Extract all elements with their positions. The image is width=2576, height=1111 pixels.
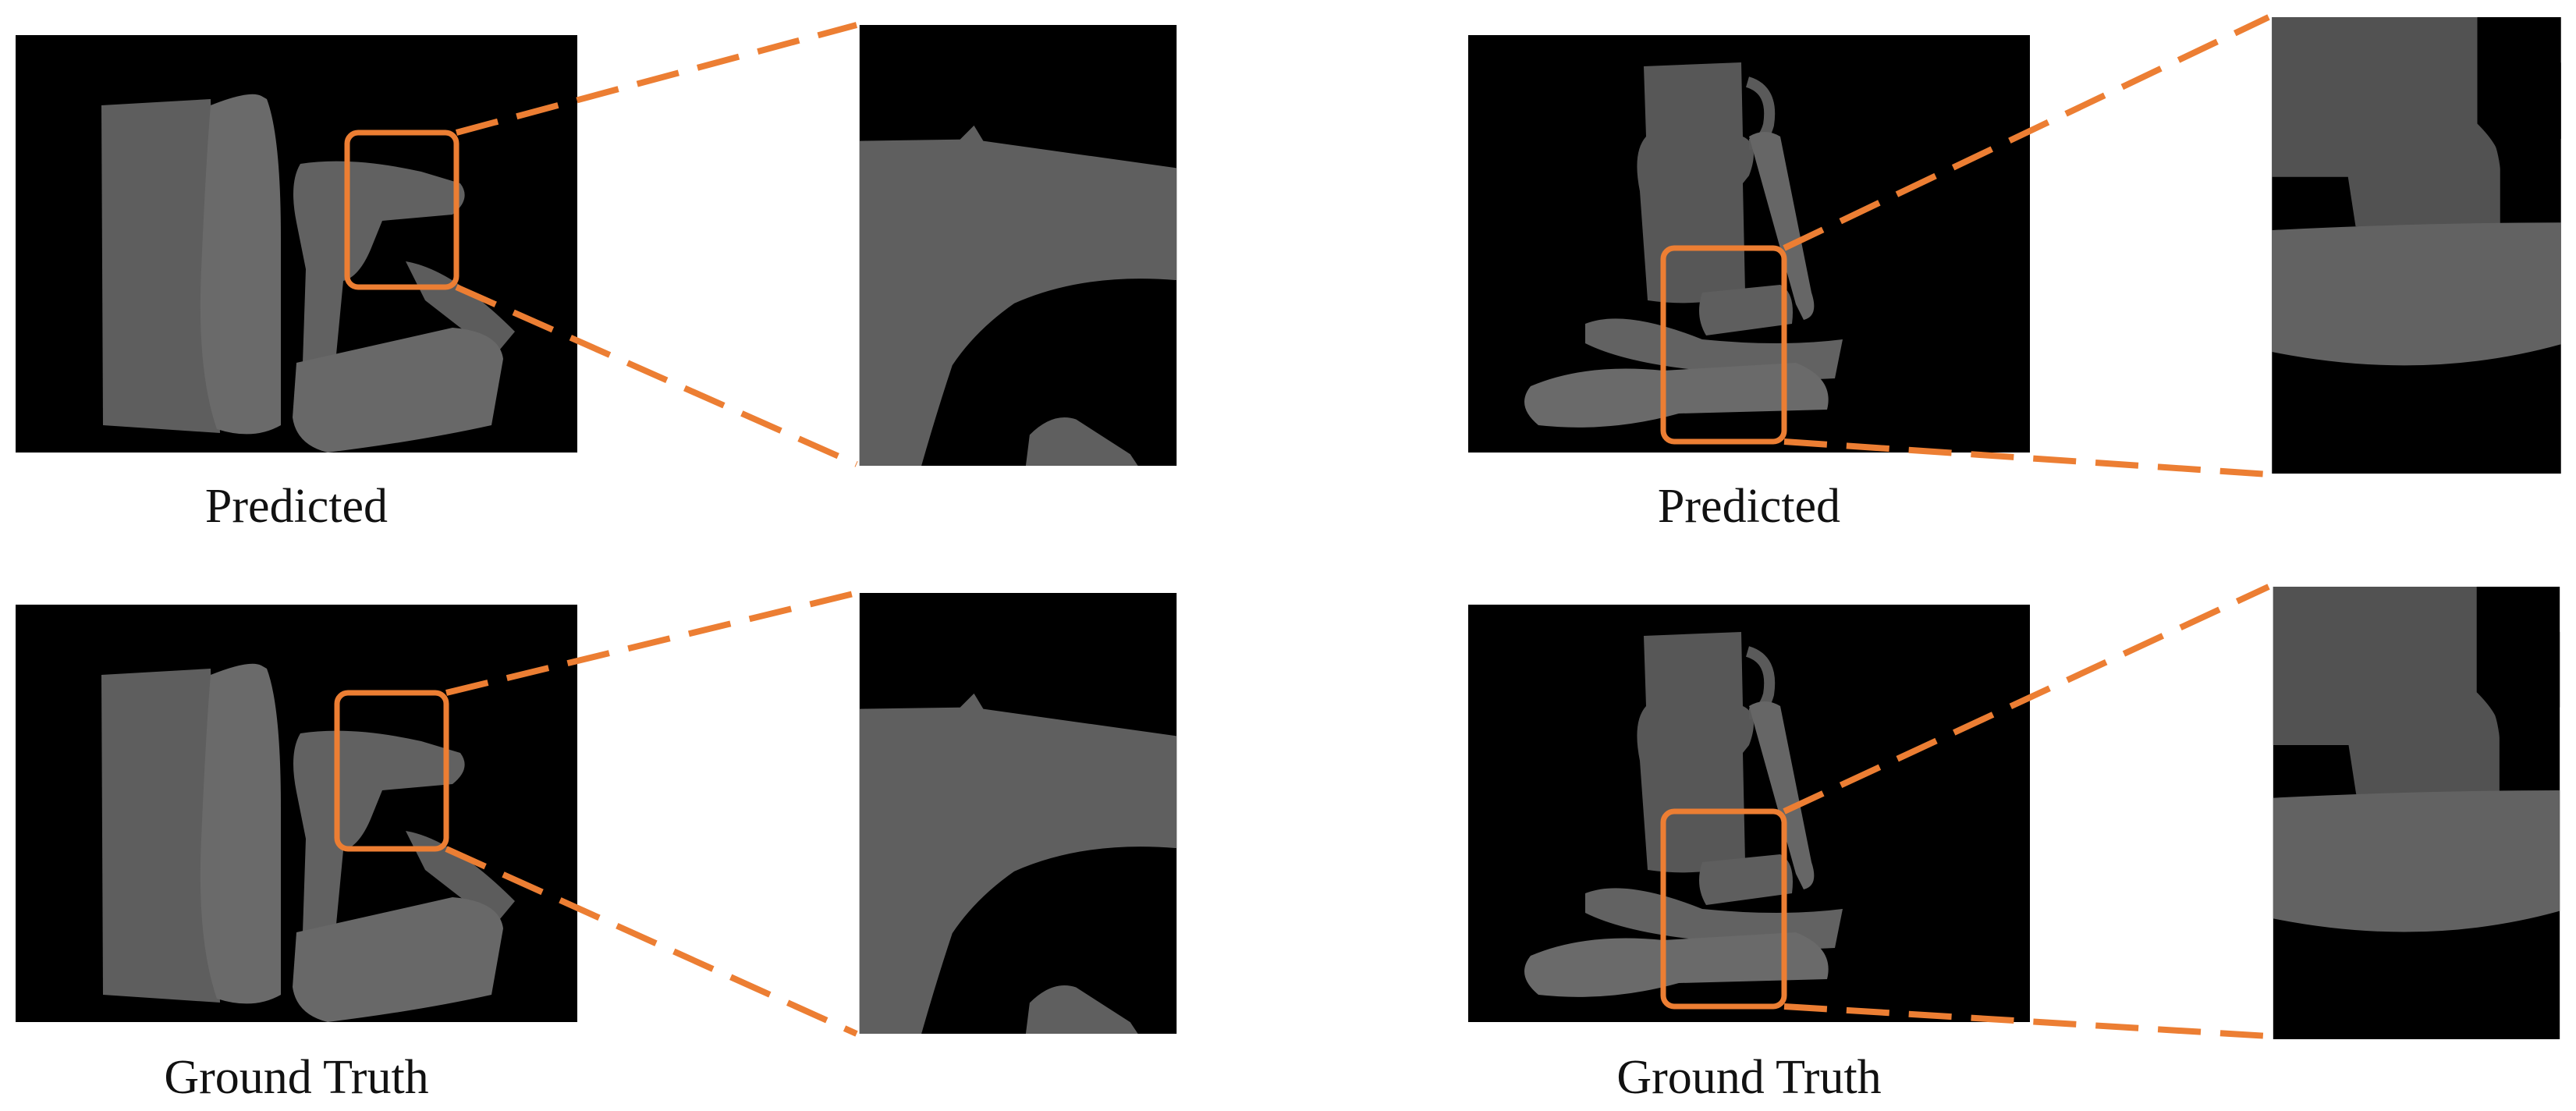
zoom-box bbox=[334, 690, 449, 852]
zoom-leader-top bbox=[1783, 584, 2270, 815]
zoom-leader-bottom bbox=[445, 846, 858, 1037]
panel-predicted-right bbox=[1468, 14, 2561, 477]
zoom-leader-bottom bbox=[1783, 1003, 2269, 1039]
zoom-leader-top bbox=[445, 590, 857, 696]
caption-ground-truth-left: Ground Truth bbox=[164, 1051, 429, 1104]
panel-predicted-left bbox=[16, 22, 1177, 467]
panel-ground-truth-left bbox=[16, 590, 1177, 1037]
zoom-box bbox=[344, 130, 459, 290]
zoom-box bbox=[1660, 808, 1787, 1010]
panel-ground-truth-right bbox=[1468, 584, 2560, 1039]
zoom-leader-top bbox=[1783, 14, 2270, 251]
zoom-leader-bottom bbox=[1783, 438, 2269, 477]
caption-predicted-right: Predicted bbox=[1657, 480, 1841, 533]
zoom-leader-bottom bbox=[455, 284, 858, 467]
zoom-box bbox=[1660, 245, 1787, 445]
zoom-leader-top bbox=[455, 22, 858, 136]
caption-predicted-left: Predicted bbox=[204, 480, 389, 533]
caption-ground-truth-right: Ground Truth bbox=[1616, 1051, 1882, 1104]
